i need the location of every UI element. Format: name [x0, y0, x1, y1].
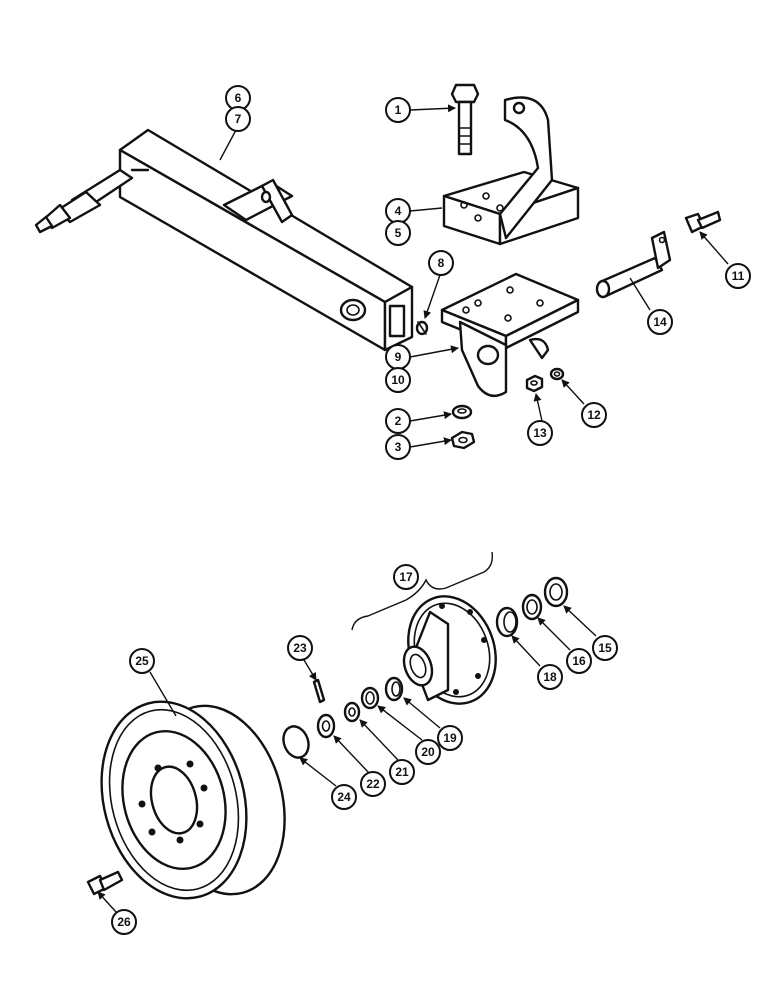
svg-text:9: 9	[395, 350, 402, 364]
callout-13: 13	[527, 393, 553, 446]
callout-19: 19	[403, 697, 463, 751]
svg-text:24: 24	[337, 790, 351, 804]
axle-beam	[118, 128, 414, 352]
callout-10: 10	[385, 367, 411, 393]
svg-text:11: 11	[732, 269, 745, 283]
svg-text:26: 26	[117, 915, 131, 929]
bolt	[450, 83, 480, 156]
svg-text:22: 22	[366, 777, 380, 791]
washer-small	[549, 367, 565, 381]
nut-small	[525, 374, 544, 393]
callout-23: 23	[287, 635, 317, 681]
pin	[595, 230, 672, 299]
grease-fitting	[415, 320, 429, 336]
svg-text:7: 7	[235, 112, 242, 126]
hub	[402, 595, 497, 705]
svg-text:15: 15	[598, 641, 612, 655]
pivot-bracket	[442, 96, 580, 246]
svg-text:4: 4	[395, 204, 402, 218]
callout-3: 3	[385, 434, 452, 460]
svg-text:2: 2	[395, 414, 402, 428]
plate-bracket	[440, 272, 580, 398]
hub-bracket	[351, 551, 494, 631]
svg-text:8: 8	[438, 256, 445, 270]
svg-text:18: 18	[543, 670, 557, 684]
callout-7: 7	[219, 106, 251, 161]
callout-24: 24	[299, 757, 357, 810]
callout-20: 20	[377, 705, 441, 765]
callout-8: 8	[423, 250, 454, 319]
svg-text:23: 23	[293, 641, 307, 655]
svg-text:20: 20	[421, 745, 435, 759]
seal-outer	[543, 576, 569, 608]
callout-9: 9	[385, 344, 459, 370]
callout-14: 14	[629, 277, 673, 335]
spindle	[34, 168, 150, 234]
svg-text:16: 16	[572, 654, 586, 668]
svg-text:21: 21	[395, 765, 409, 779]
callout-12: 12	[561, 379, 607, 428]
cotter-pin	[312, 678, 326, 704]
wheel-bolt	[86, 870, 124, 896]
svg-text:25: 25	[135, 654, 149, 668]
callout-15: 15	[563, 605, 618, 661]
bearing-cup-inner	[384, 676, 404, 702]
bearing-cup-outer	[495, 606, 519, 638]
svg-text:19: 19	[443, 731, 457, 745]
callout-1: 1	[385, 97, 456, 123]
callout-22: 22	[333, 735, 386, 797]
svg-text:5: 5	[395, 226, 402, 240]
callout-26: 26	[97, 891, 137, 935]
svg-text:10: 10	[391, 373, 405, 387]
lock-washer	[451, 404, 473, 420]
callout-21: 21	[359, 719, 415, 785]
hex-nut	[450, 430, 476, 450]
svg-text:13: 13	[533, 426, 547, 440]
dust-cap	[282, 725, 310, 759]
small-bolt	[684, 210, 722, 234]
callout-25: 25	[129, 648, 177, 717]
washer-hub	[343, 701, 361, 723]
bearing-cone-inner	[360, 686, 380, 710]
svg-text:6: 6	[235, 91, 242, 105]
castle-nut	[316, 713, 336, 739]
callout-11: 11	[699, 231, 751, 289]
bearing-cone-outer	[521, 593, 543, 621]
svg-text:3: 3	[395, 440, 402, 454]
svg-text:17: 17	[399, 570, 413, 584]
svg-text:1: 1	[395, 103, 402, 117]
callout-16: 16	[537, 617, 592, 674]
callout-18: 18	[511, 635, 563, 690]
callout-4: 4	[385, 198, 443, 224]
callout-17-upper: 17	[393, 564, 419, 590]
wheel-rim	[100, 700, 286, 900]
callout-5: 5	[385, 220, 411, 246]
svg-text:12: 12	[587, 408, 601, 422]
callout-2: 2	[385, 408, 452, 434]
svg-text:14: 14	[653, 315, 667, 329]
